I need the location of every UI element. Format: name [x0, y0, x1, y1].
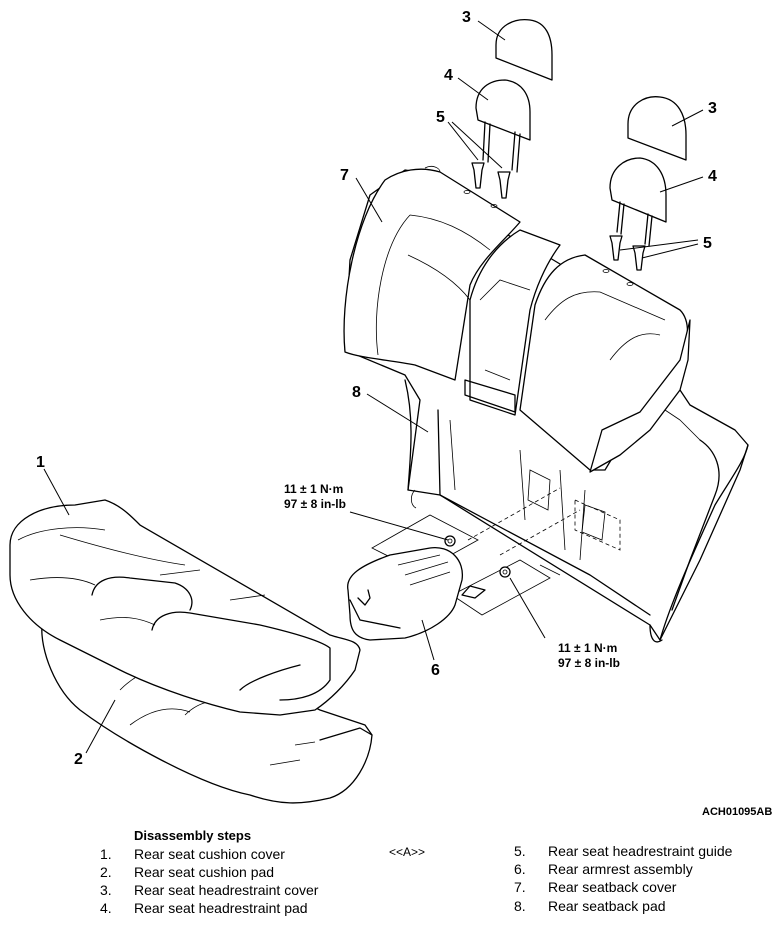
torque-spec-left: 11 ± 1 N·m 97 ± 8 in-lb [284, 482, 346, 511]
torque-right-imperial: 97 ± 8 in-lb [558, 656, 620, 670]
leader-lines [43, 20, 704, 754]
step-text: Rear seat cushion cover [134, 846, 285, 862]
headrest-left-pad [475, 79, 531, 173]
procedure-marker-a: <<A>> [389, 845, 426, 859]
headrest-guides [471, 162, 646, 271]
step-text: Rear seat headrestraint cover [134, 882, 319, 898]
callout-1: 1 [36, 454, 45, 471]
callout-5-left: 5 [436, 109, 445, 126]
step-text: Rear seatback cover [548, 879, 677, 895]
callout-3-right: 3 [708, 100, 717, 117]
callout-8: 8 [352, 384, 361, 401]
callout-4-right: 4 [708, 168, 717, 185]
seatback-assembly [343, 165, 749, 643]
step-number: 7. [514, 879, 526, 895]
callout-numbers: 3 4 5 7 3 4 5 8 1 2 6 [36, 9, 717, 768]
step-number: 4. [100, 900, 112, 916]
torque-spec-right: 11 ± 1 N·m 97 ± 8 in-lb [558, 641, 620, 670]
torque-left-imperial: 97 ± 8 in-lb [284, 497, 346, 511]
step-text: Rear seat headrestraint guide [548, 843, 733, 859]
callout-4-left: 4 [444, 67, 453, 84]
torque-right-metric: 11 ± 1 N·m [558, 641, 617, 655]
callout-5-right: 5 [703, 235, 712, 252]
step-text: Rear seatback pad [548, 898, 666, 914]
callout-6: 6 [431, 662, 440, 679]
headrest-left-cover [495, 19, 553, 81]
callout-7: 7 [340, 167, 349, 184]
step-number: 6. [514, 861, 526, 877]
seat-cushion-cover [9, 499, 361, 716]
step-number: 2. [100, 864, 112, 880]
step-text: Rear seat headrestraint pad [134, 900, 308, 916]
step-number: 5. [514, 843, 526, 859]
headrest-right-pad [609, 157, 667, 247]
step-number: 3. [100, 882, 112, 898]
disassembly-title: Disassembly steps [134, 828, 252, 843]
callout-2: 2 [74, 751, 83, 768]
figure-id: ACH01095AB [702, 806, 772, 818]
step-number: 8. [514, 898, 526, 914]
armrest-assembly [347, 487, 581, 641]
step-text: Rear armrest assembly [548, 861, 693, 877]
step-text: Rear seat cushion pad [134, 864, 275, 880]
torque-left-metric: 11 ± 1 N·m [284, 482, 343, 496]
step-number: 1. [100, 846, 112, 862]
callout-3-left: 3 [462, 9, 471, 26]
headrest-right-cover [627, 96, 687, 161]
